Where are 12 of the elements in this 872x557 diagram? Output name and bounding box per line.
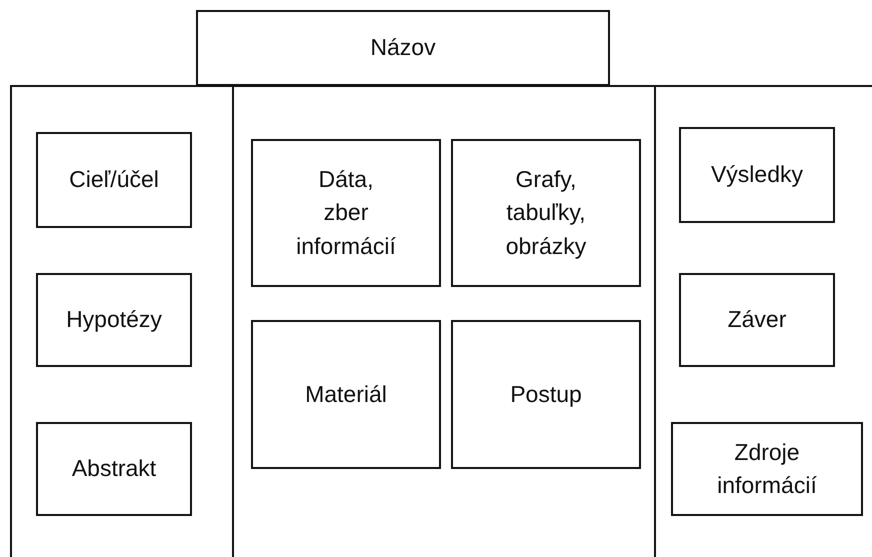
title-box: Názov [196,10,610,86]
section-box: Zdroje informácií [671,422,863,516]
section-box: Cieľ/účel [36,132,192,228]
section-box: Postup [451,320,641,469]
section-box: Grafy, tabuľky, obrázky [451,139,641,287]
section-box: Dáta, zber informácií [251,139,441,287]
section-box: Abstrakt [36,422,192,516]
section-box: Materiál [251,320,441,469]
section-box: Hypotézy [36,273,192,367]
section-box: Záver [679,273,835,367]
section-box: Výsledky [679,127,835,223]
panel [10,85,234,557]
